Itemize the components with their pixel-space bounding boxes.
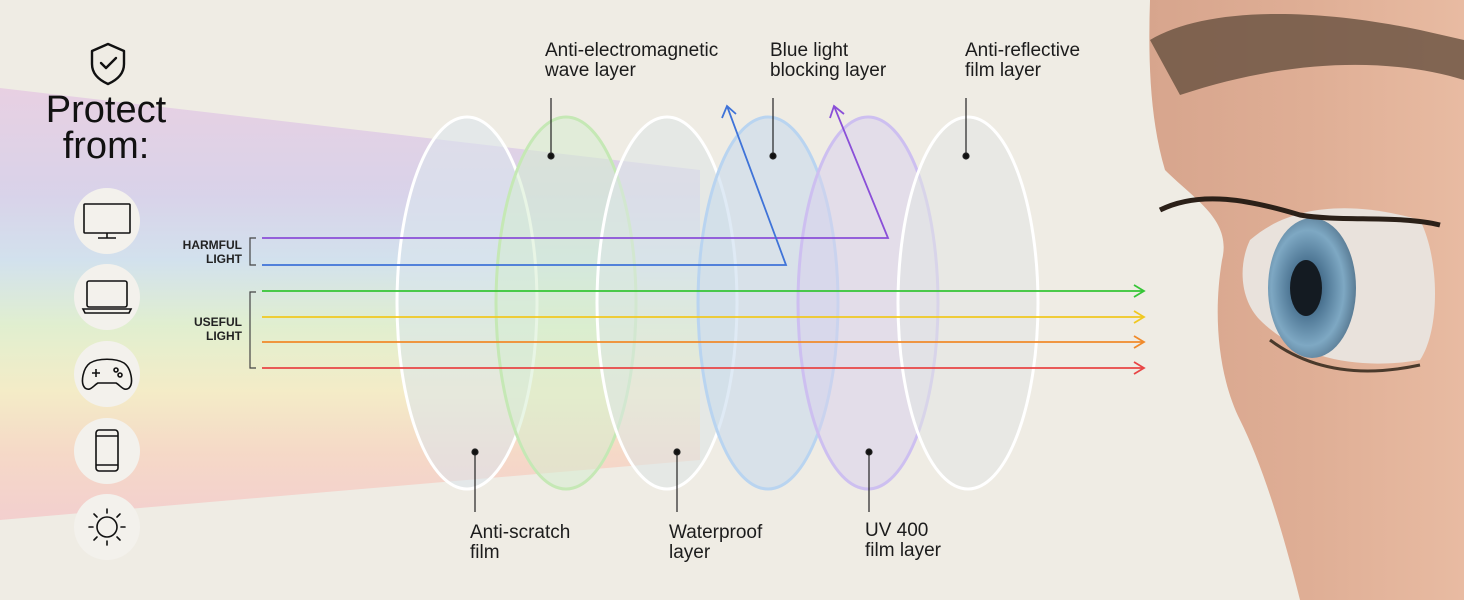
lens-layers (397, 117, 1038, 489)
label-emw-line-1: Anti-electromagnetic (545, 41, 718, 61)
page-title: Protect from: (20, 92, 192, 164)
title-line-2: from: (20, 128, 192, 164)
label-blue-line-1: Blue light (770, 41, 886, 61)
label-antiref-line-1: Anti-reflective (965, 41, 1080, 61)
shield-check-icon (92, 44, 124, 84)
label-anti-electromagnetic: Anti-electromagnetic wave layer (545, 41, 718, 81)
label-scratch-line-1: Anti-scratch (470, 523, 570, 543)
harmful-light-label: HARMFUL LIGHT (172, 238, 242, 266)
label-blue-light: Blue light blocking layer (770, 41, 886, 81)
label-waterproof: Waterproof layer (669, 523, 762, 563)
harmful-label-line-1: HARMFUL (172, 238, 242, 252)
label-scratch-line-2: film (470, 543, 570, 563)
laptop-icon (74, 264, 140, 330)
harmful-label-line-2: LIGHT (172, 252, 242, 266)
label-uv-line-1: UV 400 (865, 521, 941, 541)
gamepad-icon (74, 341, 140, 407)
pupil (1290, 260, 1322, 316)
label-water-line-1: Waterproof (669, 523, 762, 543)
label-uv400: UV 400 film layer (865, 521, 941, 561)
lens-anti-reflective (898, 117, 1038, 489)
label-antiref-line-2: film layer (965, 61, 1080, 81)
human-eye (1149, 0, 1464, 600)
useful-label-line-2: LIGHT (172, 329, 242, 343)
label-uv-line-2: film layer (865, 541, 941, 561)
tv-icon (74, 188, 140, 254)
title-line-1: Protect (20, 92, 192, 128)
useful-light-label: USEFUL LIGHT (172, 315, 242, 343)
useful-label-line-1: USEFUL (172, 315, 242, 329)
smartphone-icon (74, 418, 140, 484)
label-blue-line-2: blocking layer (770, 61, 886, 81)
sun-icon (74, 494, 140, 560)
label-water-line-2: layer (669, 543, 762, 563)
label-anti-reflective: Anti-reflective film layer (965, 41, 1080, 81)
label-anti-scratch: Anti-scratch film (470, 523, 570, 563)
label-emw-line-2: wave layer (545, 61, 718, 81)
